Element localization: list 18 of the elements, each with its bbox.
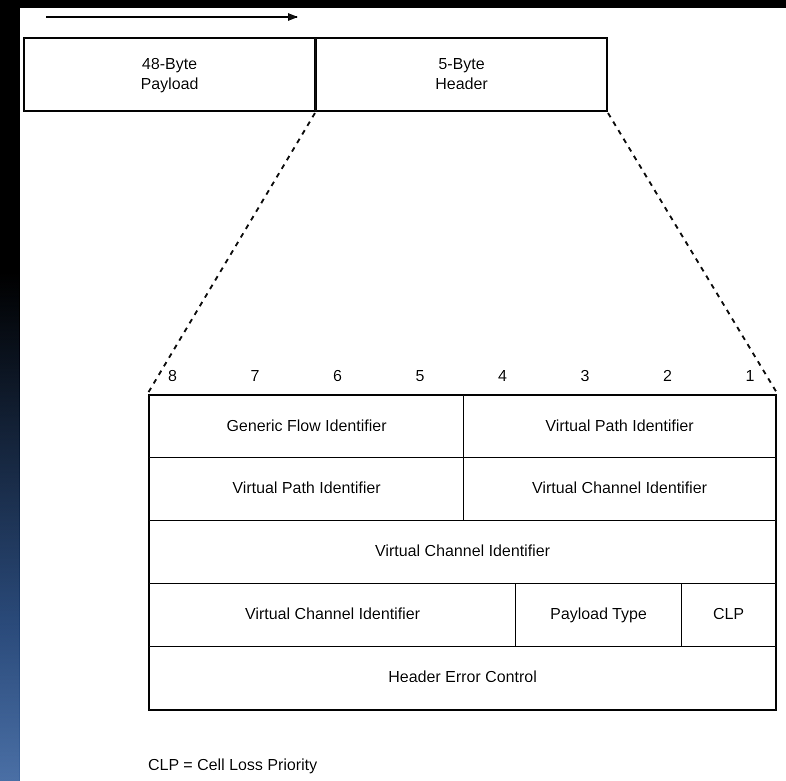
header-field: Virtual Path Identifier	[463, 395, 776, 458]
bit-number: 6	[333, 368, 342, 386]
header-field: Virtual Channel Identifier	[149, 520, 776, 584]
bit-number: 3	[580, 368, 590, 386]
expansion-line	[607, 112, 778, 394]
abbreviation-note: CLP = Cell Loss Priority	[148, 757, 318, 775]
bit-number: 5	[416, 368, 424, 386]
header-field: Generic Flow Identifier	[149, 395, 464, 458]
expansion-line	[147, 112, 316, 394]
bit-number: 2	[663, 368, 672, 386]
bit-number: 7	[250, 368, 260, 386]
bit-number: 1	[746, 368, 754, 386]
bit-number: 4	[498, 368, 507, 386]
header-field-table	[148, 394, 777, 711]
header-field: Header Error Control	[149, 646, 776, 710]
bit-number: 8	[168, 368, 177, 386]
header-box: 5-Byte Header	[315, 37, 608, 112]
payload-box: 48-Byte Payload	[23, 37, 316, 112]
